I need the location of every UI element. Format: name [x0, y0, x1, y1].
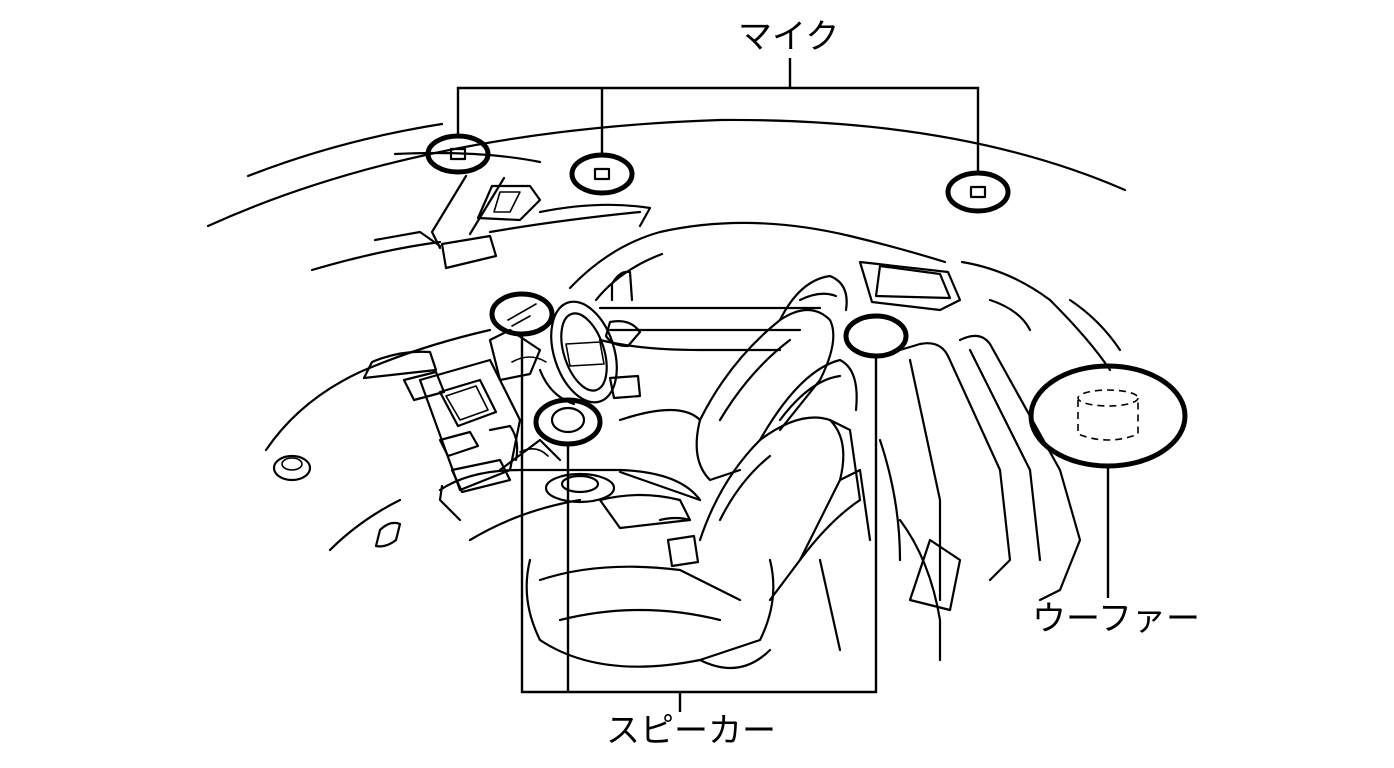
driver-seat: [525, 358, 862, 670]
woofer-marker: [1028, 363, 1188, 469]
speaker-ring-2: [533, 397, 603, 447]
mic-icon-3: [969, 185, 987, 199]
center-console: [438, 424, 702, 568]
speaker-callout: [520, 334, 878, 712]
speaker-ring-1: [489, 291, 555, 337]
woofer-ring: [1028, 363, 1188, 469]
woofer-label: ウーファー: [1032, 599, 1200, 639]
mic-icon-1: [449, 147, 467, 161]
windshield-and-mirror: [373, 174, 652, 270]
mic-markers: [425, 133, 1011, 214]
mic-ring-3: [945, 170, 1011, 214]
speaker-markers: [489, 291, 909, 447]
pillars-and-doors: [568, 221, 1122, 372]
mic-callout: [456, 58, 980, 173]
rear-panels: [818, 334, 1082, 662]
speaker-cone-2: [550, 406, 586, 434]
woofer-icon: [1077, 400, 1139, 441]
speaker-ring-3: [843, 313, 909, 359]
mic-label: マイク: [738, 17, 840, 57]
mic-icon-2: [593, 167, 611, 181]
speaker-label: スピーカー: [606, 711, 776, 751]
passenger-seat: [618, 274, 848, 482]
roof-lines: [206, 118, 1127, 272]
dashboard: [264, 320, 642, 552]
mic-ring-2: [569, 152, 635, 196]
